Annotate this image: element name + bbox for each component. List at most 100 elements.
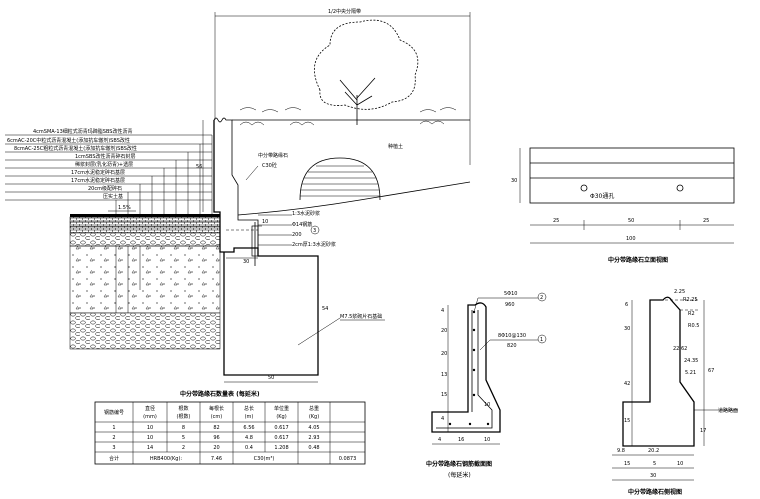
- table-cell-r0-c2: 8: [182, 425, 185, 431]
- rebar-callout-2: 2: [540, 295, 543, 301]
- table-title: 中分带路缘石数量表 (每延米): [180, 390, 260, 398]
- bar2-top: 5Φ10: [504, 291, 517, 297]
- table-header-0: 钢筋编号: [104, 409, 124, 416]
- rebar-callout-1: 1: [540, 337, 543, 343]
- table-cell-r1-c6: 2.93: [308, 435, 319, 441]
- hole-label: Φ30通孔: [590, 192, 614, 200]
- table-cell-r2-c4: 0.4: [245, 445, 253, 451]
- rs-dim-left-4: 15: [441, 392, 447, 398]
- sv-dim-left-3: 15: [624, 418, 630, 424]
- table-header-5: 单位重: [274, 405, 289, 412]
- elev-dim-100: 100: [626, 236, 636, 242]
- layer-label-5: 17cm水泥稳定碎石基层: [71, 169, 125, 176]
- sv-dim-top-2: R2: [688, 311, 695, 317]
- table-cell-r0-c4: 6.56: [243, 425, 254, 431]
- rs-dim-left-2: 20: [441, 351, 447, 357]
- sv-dim-mid-2: 5.21: [685, 370, 696, 376]
- sv-dim-mid-3: 67: [708, 368, 714, 374]
- table-header-6: 总重: [309, 405, 319, 412]
- sv-dim-top-3: R0.5: [688, 323, 699, 329]
- table-total-c3: C30(m³): [254, 456, 275, 462]
- quantity-table: 中分带路缘石数量表 (每延米) 钢筋编号直径(mm)根数(根数)每根长(cm)总…: [94, 390, 366, 465]
- table-header-4: (m): [245, 414, 254, 420]
- layer-label-6: 17cm水泥稳定碎石基层: [71, 177, 125, 184]
- table-cell-r0-c0: 1: [112, 425, 115, 431]
- rs-dim-left-5: 10: [484, 402, 490, 408]
- curb-side-view: 道路路面 2.25 R2.25 R2 R0.5 6 30 42 15 17 22…: [612, 289, 738, 496]
- table-cell-r1-c4: 4.8: [245, 435, 253, 441]
- table-cell-r1-c2: 5: [182, 435, 185, 441]
- dim-54: 54: [322, 306, 328, 312]
- dim-30: 30: [243, 259, 249, 265]
- table-cell-r1-c1: 10: [147, 435, 153, 441]
- rs-dim-left-0: 4: [441, 308, 444, 314]
- table-cell-r0-c5: 0.617: [274, 425, 288, 431]
- bar1-bottom: 820: [507, 343, 517, 349]
- table-cell-r2-c1: 14: [147, 445, 153, 451]
- rebar-section-view: 2 5Φ10 960 1 8Φ10@130 820 4 20 20 13 15 …: [426, 291, 547, 479]
- table-total-c4: 0.0873: [339, 456, 357, 462]
- rs-dim-left-3: 13: [441, 372, 447, 378]
- callout-3: 3: [313, 228, 316, 234]
- culvert-hatch: [300, 165, 380, 197]
- table-cell-r1-c5: 0.617: [274, 435, 288, 441]
- rs-dim-bottom-0: 4: [438, 437, 441, 443]
- dim-10: 10: [262, 219, 268, 225]
- table-cell-r1-c0: 2: [112, 435, 115, 441]
- rs-dim-bottom-1: 16: [458, 437, 464, 443]
- base-label: M7.5浆砌片石基础: [340, 313, 382, 320]
- table-cell-r2-c2: 2: [182, 445, 185, 451]
- table-header-5: (Kg): [276, 414, 286, 420]
- road-level-label: 道路路面: [718, 407, 738, 414]
- table-header-2: 根数: [178, 405, 188, 412]
- sv-dim-left-4: 17: [700, 428, 706, 434]
- curb-elevation-view: Φ30通孔 30 25 50 25 100 中分带路缘石立面视图: [511, 147, 735, 264]
- slope-label: 1.5%: [118, 205, 131, 211]
- sv-dim-left-2: 42: [624, 381, 630, 387]
- curb-section: 1/2中央分隔带 56 中分带路缘石 C30砼 10 1:3水泥砂浆 Φ14钢筋…: [196, 8, 471, 383]
- sv-dim-left-0: 6: [625, 302, 628, 308]
- table-cell-r1-c3: 96: [213, 435, 219, 441]
- sv-dim-left-1: 30: [624, 326, 630, 332]
- layer-label-0: 4cmSMA-13细粒式沥青玛蹄脂SBS改性沥青: [33, 128, 132, 135]
- elevation-caption: 中分带路缘石立面视图: [608, 256, 668, 264]
- table-header-3: (cm): [211, 414, 223, 420]
- dim-56: 56: [196, 164, 202, 170]
- bar1-top: 8Φ10@130: [498, 333, 526, 339]
- curb-concrete-label: C30砼: [262, 162, 277, 169]
- sv-dim-bottom-b-0: 15: [624, 461, 630, 467]
- curb-label: 中分带路缘石: [258, 152, 288, 159]
- bar2-bottom: 960: [505, 302, 515, 308]
- mortar-label: 1:3水泥砂浆: [292, 210, 320, 217]
- half-width-label: 1/2中央分隔带: [328, 8, 361, 15]
- layer-label-1: 6cmAC-20C中粒式沥青混凝土(添加抗车辙剂)SBS改性: [7, 137, 130, 144]
- dim-200: 200: [292, 232, 302, 238]
- layer-label-7: 20cm级配碎石: [88, 185, 122, 192]
- sv-dim-bottom-a-0: 9.8: [617, 448, 625, 454]
- sv-dim-bottom-b-2: 10: [677, 461, 683, 467]
- table-header-2: (根数): [177, 413, 191, 420]
- table-total-c1: HRB400(Kg):: [150, 456, 183, 462]
- planting-area: 种植土: [237, 19, 471, 216]
- rebar-section-caption-sub: (每延米): [448, 471, 471, 479]
- rebar-label: Φ14钢筋: [292, 221, 312, 228]
- table-header-3: 每根长: [209, 405, 224, 412]
- sv-dim-mid-0: 22.62: [673, 346, 687, 352]
- soil-label: 种植土: [388, 143, 403, 150]
- table-cell-r0-c6: 4.05: [308, 425, 319, 431]
- table-cell-r2-c6: 0.48: [308, 445, 319, 451]
- elev-dim-25b: 25: [703, 218, 709, 224]
- side-view-caption: 中分带路缘石侧视图: [628, 488, 682, 496]
- pavement-section: 1.5%: [69, 205, 221, 350]
- table-cell-r2-c5: 1.208: [274, 445, 288, 451]
- table-total-c0: 合计: [109, 455, 119, 462]
- sv-dim-top-0: 2.25: [674, 289, 685, 295]
- elev-dim-30: 30: [511, 178, 517, 184]
- layer-label-4: 稀浆封层(乳化沥青)+透层: [75, 161, 133, 168]
- sv-dim-bottom-a-1: 20.2: [648, 448, 659, 454]
- layer-label-2: 8cmAC-25C粗粒式沥青混凝土(添加抗车辙剂)SBS改性: [14, 145, 137, 152]
- table-cell-r0-c1: 10: [147, 425, 153, 431]
- table-header-1: (mm): [143, 414, 157, 420]
- rs-dim-bottom-2: 10: [484, 437, 490, 443]
